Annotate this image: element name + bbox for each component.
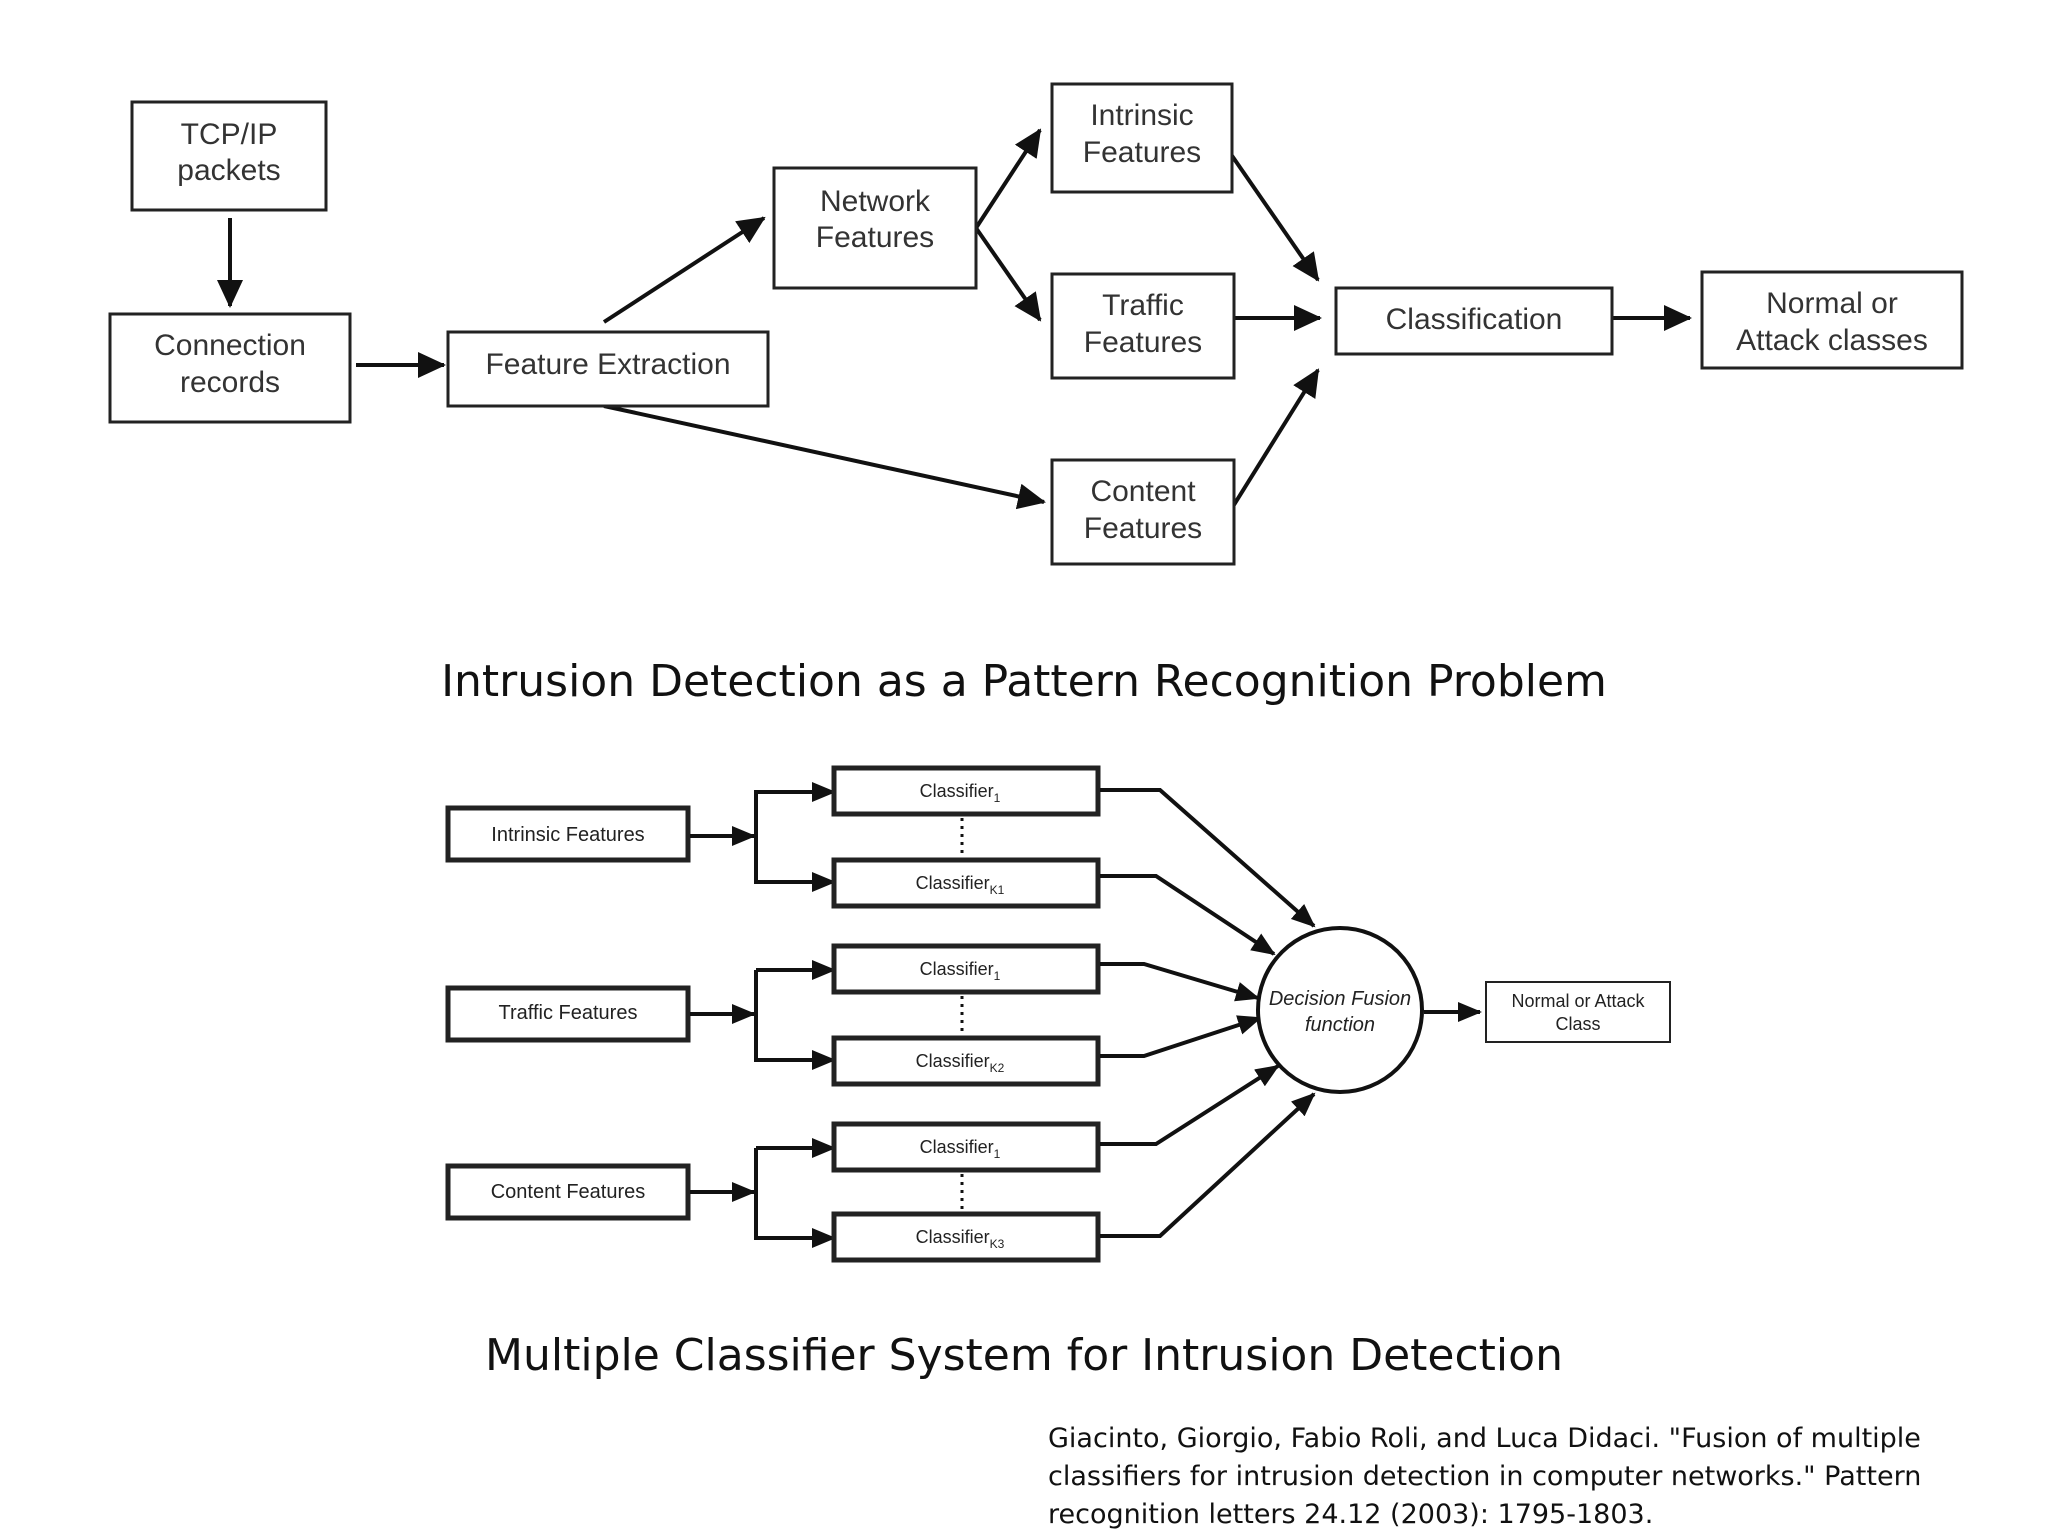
node-traffic-line1: Traffic <box>1102 289 1184 322</box>
node-tcp-packets: TCP/IP packets <box>130 100 328 212</box>
decision-fusion-line2: function <box>1305 1014 1375 1036</box>
decision-fusion-node: Decision Fusion function <box>1256 926 1424 1094</box>
node-intrinsic-line1: Intrinsic <box>1090 99 1193 132</box>
input-intrinsic-features: Intrinsic Features <box>445 805 691 863</box>
svg-text:ClassifierK2: ClassifierK2 <box>916 1051 1005 1075</box>
node-network-line1: Network <box>820 185 931 218</box>
svg-text:Classifier1: Classifier1 <box>920 781 1001 805</box>
classifier-1-k1-sub: K1 <box>990 883 1005 897</box>
arrow-c1k1-to-fusion <box>1100 874 1276 956</box>
branch-group-3 <box>754 1146 834 1240</box>
node-feature-extraction: Feature Extraction <box>446 330 770 408</box>
node-content-features: Content Features <box>1050 458 1236 566</box>
classifier-3-k3-label: Classifier <box>916 1227 990 1247</box>
arrow-c31-to-fusion <box>1100 1064 1280 1146</box>
node-classification: Classification <box>1334 286 1614 356</box>
arrow-extraction-to-content <box>603 404 1046 510</box>
classifier-2-k2-sub: K2 <box>990 1061 1005 1075</box>
node-normal-or-attack: Normal or Attack classes <box>1700 270 1964 370</box>
diagram2: Intrinsic Features Traffic Features Cont… <box>445 765 1671 1263</box>
node-classification-label: Classification <box>1386 303 1563 336</box>
svg-text:ClassifierK1: ClassifierK1 <box>916 873 1005 897</box>
arrow-c11-to-fusion <box>1100 788 1316 928</box>
input-traffic-label: Traffic Features <box>499 1002 638 1024</box>
classifier-1-1: Classifier1 <box>831 765 1101 817</box>
arrow-c21-to-fusion <box>1100 962 1260 1002</box>
classifier-3-k3-sub: K3 <box>990 1237 1005 1251</box>
svg-text:Classifier1: Classifier1 <box>920 1137 1001 1161</box>
node-intrinsic-line2: Features <box>1083 136 1201 169</box>
node-intrinsic-features: Intrinsic Features <box>1050 82 1234 194</box>
svg-text:ClassifierK3: ClassifierK3 <box>916 1227 1005 1251</box>
input-traffic-features: Traffic Features <box>445 985 691 1043</box>
node-connection-line2: records <box>180 366 280 399</box>
input-intrinsic-label: Intrinsic Features <box>491 824 644 846</box>
node-network-features: Network Features <box>772 166 978 290</box>
input-content-label: Content Features <box>491 1181 646 1203</box>
decision-fusion-line1: Decision Fusion <box>1269 988 1411 1010</box>
node-network-line2: Features <box>816 221 934 254</box>
diagram1: TCP/IP packets Connection records Featur… <box>108 82 1964 566</box>
svg-text:Classifier1: Classifier1 <box>920 959 1001 983</box>
branch-group-2 <box>754 968 834 1062</box>
branch-group-1 <box>754 790 834 884</box>
node-connection-line1: Connection <box>154 329 306 362</box>
classifier-3-1-label: Classifier <box>920 1137 994 1157</box>
classifier-3-k3: ClassifierK3 <box>831 1211 1101 1263</box>
classifier-1-1-sub: 1 <box>994 791 1001 805</box>
output-line1: Normal or Attack <box>1511 991 1645 1011</box>
classifier-2-k2: ClassifierK2 <box>831 1035 1101 1087</box>
output-normal-or-attack-class: Normal or Attack Class <box>1485 981 1671 1043</box>
arrow-network-to-intrinsic <box>974 128 1042 230</box>
node-tcp-packets-line1: TCP/IP <box>181 118 278 151</box>
arrow-intrinsic-to-classification <box>1226 148 1320 282</box>
arrow-c3k3-to-fusion <box>1100 1092 1316 1238</box>
node-content-line1: Content <box>1090 475 1196 508</box>
arrow-content-to-classification <box>1230 368 1320 510</box>
node-feature-extraction-label: Feature Extraction <box>485 348 730 381</box>
node-traffic-features: Traffic Features <box>1050 272 1236 380</box>
input-content-features: Content Features <box>445 1163 691 1221</box>
classifier-3-1: Classifier1 <box>831 1121 1101 1173</box>
arrow-network-to-traffic <box>974 226 1042 322</box>
node-output-line1: Normal or <box>1766 287 1898 320</box>
classifier-3-1-sub: 1 <box>994 1147 1001 1161</box>
output-line2: Class <box>1555 1014 1600 1034</box>
node-tcp-packets-line2: packets <box>177 154 280 187</box>
classifier-2-1: Classifier1 <box>831 943 1101 995</box>
caption-multiple-classifier: Multiple Classifier System for Intrusion… <box>485 1330 1563 1381</box>
classifier-2-1-sub: 1 <box>994 969 1001 983</box>
classifier-1-k1: ClassifierK1 <box>831 857 1101 909</box>
citation: Giacinto, Giorgio, Fabio Roli, and Luca … <box>1048 1423 1922 1530</box>
arrow-c2k2-to-fusion <box>1100 1015 1262 1058</box>
arrow-extraction-to-network <box>602 216 766 324</box>
node-traffic-line2: Features <box>1084 326 1202 359</box>
node-connection-records: Connection records <box>108 312 352 424</box>
node-content-line2: Features <box>1084 512 1202 545</box>
caption-pattern-recognition: Intrusion Detection as a Pattern Recogni… <box>441 656 1607 707</box>
node-output-line2: Attack classes <box>1736 324 1928 357</box>
classifier-1-1-label: Classifier <box>920 781 994 801</box>
classifier-2-k2-label: Classifier <box>916 1051 990 1071</box>
classifier-2-1-label: Classifier <box>920 959 994 979</box>
classifier-1-k1-label: Classifier <box>916 873 990 893</box>
